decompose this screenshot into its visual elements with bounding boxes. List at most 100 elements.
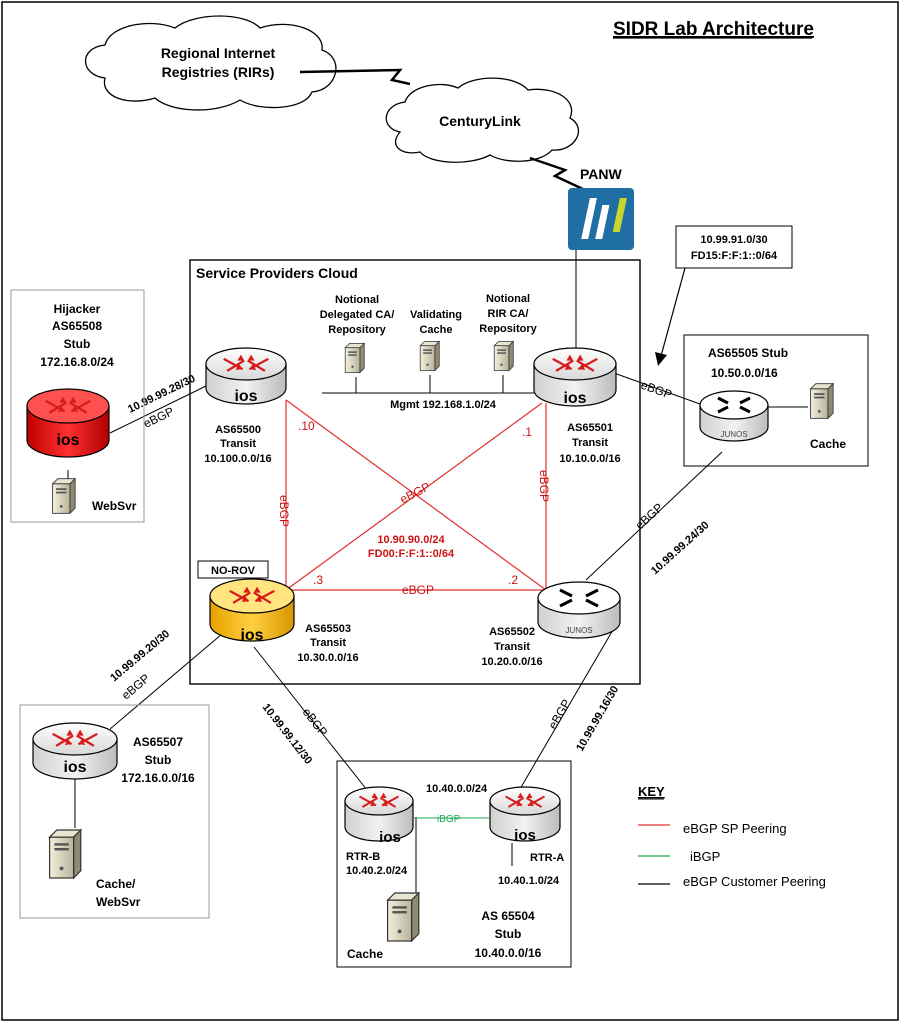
- no-rov-label: NO-ROV: [211, 565, 256, 577]
- rirs-cloud: Regional Internet Registries (RIRs): [85, 15, 337, 111]
- hijacker-title: Hijacker: [54, 302, 101, 316]
- router-as65502[interactable]: JUNOS: [537, 581, 621, 639]
- as65504-subnet: 10.40.0.0/24: [426, 783, 488, 795]
- legend-ibgp: iBGP: [690, 849, 720, 864]
- callout-line1: 10.99.91.0/30: [700, 234, 767, 246]
- as65507-server-label2: WebSvr: [96, 895, 141, 909]
- centurylink-cloud: CenturyLink: [385, 77, 580, 163]
- as65501-role: Transit: [572, 437, 608, 449]
- rir-ca-server: Notional RIR CA/ Repository: [479, 293, 538, 372]
- callout-box: [675, 225, 793, 269]
- as65500-name: AS65500: [215, 424, 261, 436]
- link-as65505-ebgp: eBGP: [639, 378, 674, 402]
- as65504-net: 10.40.0.0/16: [475, 946, 542, 960]
- delegated-ca-server: Notional Delegated CA/ Repository: [320, 294, 395, 374]
- as65504-cache-server: [386, 892, 420, 942]
- as65507-box: [19, 704, 210, 919]
- panw-label: PANW: [580, 166, 623, 182]
- hijacker-type: Stub: [64, 337, 91, 351]
- router-as65503-label: ios: [240, 627, 263, 644]
- as65504-name: AS 65504: [481, 909, 535, 923]
- svg-text:Notional: Notional: [486, 293, 530, 305]
- hijacker-net: 172.16.8.0/24: [40, 355, 114, 369]
- as65502-role: Transit: [494, 641, 530, 653]
- router-as65505[interactable]: JUNOS: [699, 390, 769, 442]
- router-rtr-b[interactable]: ios: [344, 786, 414, 846]
- as65505-net: 10.50.0.0/16: [711, 366, 778, 380]
- rtr-b-name: RTR-B: [346, 851, 380, 863]
- svg-text:Delegated CA/: Delegated CA/: [320, 309, 395, 321]
- hijacker-box: [10, 289, 145, 523]
- as65500-net: 10.100.0.0/16: [204, 453, 271, 465]
- as65504-type: Stub: [495, 927, 522, 941]
- link-as65505-ebgp-2: eBGP: [633, 500, 666, 532]
- validating-cache-server: Validating Cache: [410, 309, 462, 372]
- as65504-box: [336, 760, 572, 968]
- rirs-label-line1: Regional Internet: [161, 45, 276, 61]
- mgmt-label: Mgmt 192.168.1.0/24: [390, 399, 497, 411]
- router-hijacker[interactable]: ios: [26, 388, 110, 458]
- svg-text:Cache: Cache: [419, 324, 452, 336]
- as65502-name: AS65502: [489, 626, 535, 638]
- wan-link-rir-centurylink: [299, 68, 411, 86]
- as65505-cache-label: Cache: [810, 437, 846, 451]
- addr-as65500: .10: [298, 419, 315, 433]
- as65505-cache-server: [810, 383, 834, 419]
- rtr-a-net: 10.40.1.0/24: [498, 875, 560, 887]
- router-as65501-label: ios: [563, 390, 586, 407]
- sp-cloud-box: [189, 259, 641, 685]
- sp-cloud-title: Service Providers Cloud: [196, 265, 358, 281]
- legend: KEY eBGP SP Peering iBGP eBGP Customer P…: [638, 784, 826, 889]
- callout-line2: FD15:F:F:1::0/64: [691, 250, 778, 262]
- router-as65505-label: JUNOS: [720, 430, 747, 439]
- no-rov-badge: [197, 560, 269, 579]
- router-as65502-label: JUNOS: [565, 626, 592, 635]
- as65501-name: AS65501: [567, 422, 613, 434]
- hijacker-as: AS65508: [52, 319, 102, 333]
- svg-text:Notional: Notional: [335, 294, 379, 306]
- wan-link-centurylink-panw: [529, 156, 586, 192]
- router-as65507[interactable]: ios: [32, 722, 118, 780]
- sp-peering-links: [285, 399, 547, 591]
- legend-title: KEY: [638, 784, 665, 799]
- ebgp-left: eBGP: [277, 495, 291, 527]
- ibgp-link-label: iBGP: [437, 814, 461, 825]
- svg-text:RIR CA/: RIR CA/: [488, 308, 529, 320]
- rtr-a-name: RTR-A: [530, 852, 564, 864]
- legend-customer: eBGP Customer Peering: [683, 874, 826, 889]
- core-net-v4: 10.90.90.0/24: [377, 534, 445, 546]
- as65501-net: 10.10.0.0/16: [559, 453, 620, 465]
- svg-text:Repository: Repository: [479, 323, 537, 335]
- as65507-type: Stub: [145, 753, 172, 767]
- legend-ebgp-sp: eBGP SP Peering: [683, 821, 787, 836]
- hijacker-webserver: [52, 478, 76, 514]
- core-net-v6: FD00:F:F:1::0/64: [368, 548, 455, 560]
- addr-as65501: .1: [522, 425, 532, 439]
- addr-as65503: .3: [313, 573, 323, 587]
- centurylink-label: CenturyLink: [439, 113, 521, 129]
- router-as65500[interactable]: ios: [205, 347, 287, 405]
- link-rtra-ebgp: eBGP: [545, 697, 573, 732]
- rtr-b-net: 10.40.2.0/24: [346, 865, 408, 877]
- as65507-server-label1: Cache/: [96, 877, 136, 891]
- panw-firewall: [527, 188, 634, 250]
- router-rtr-a[interactable]: ios: [489, 786, 561, 844]
- as65503-name: AS65503: [305, 623, 351, 635]
- svg-text:Repository: Repository: [328, 324, 386, 336]
- rirs-label-line2: Registries (RIRs): [162, 64, 275, 80]
- ebgp-bottom: eBGP: [402, 583, 434, 597]
- as65502-net: 10.20.0.0/16: [481, 656, 542, 668]
- addr-as65502: .2: [508, 573, 518, 587]
- router-as65503[interactable]: ios: [209, 578, 295, 644]
- link-rtrb-ebgp: eBGP: [300, 705, 331, 739]
- router-rtr-a-label: ios: [514, 827, 536, 844]
- link-rtra-subnet: 10.99.99.16/30: [574, 684, 621, 754]
- diagram-title: SIDR Lab Architecture: [613, 19, 814, 40]
- ebgp-right: eBGP: [537, 470, 551, 502]
- hijacker-webserver-label: WebSvr: [92, 499, 137, 513]
- as65505-box: [683, 334, 869, 467]
- router-as65501[interactable]: ios: [533, 347, 617, 407]
- as65504-cache-label: Cache: [347, 947, 383, 961]
